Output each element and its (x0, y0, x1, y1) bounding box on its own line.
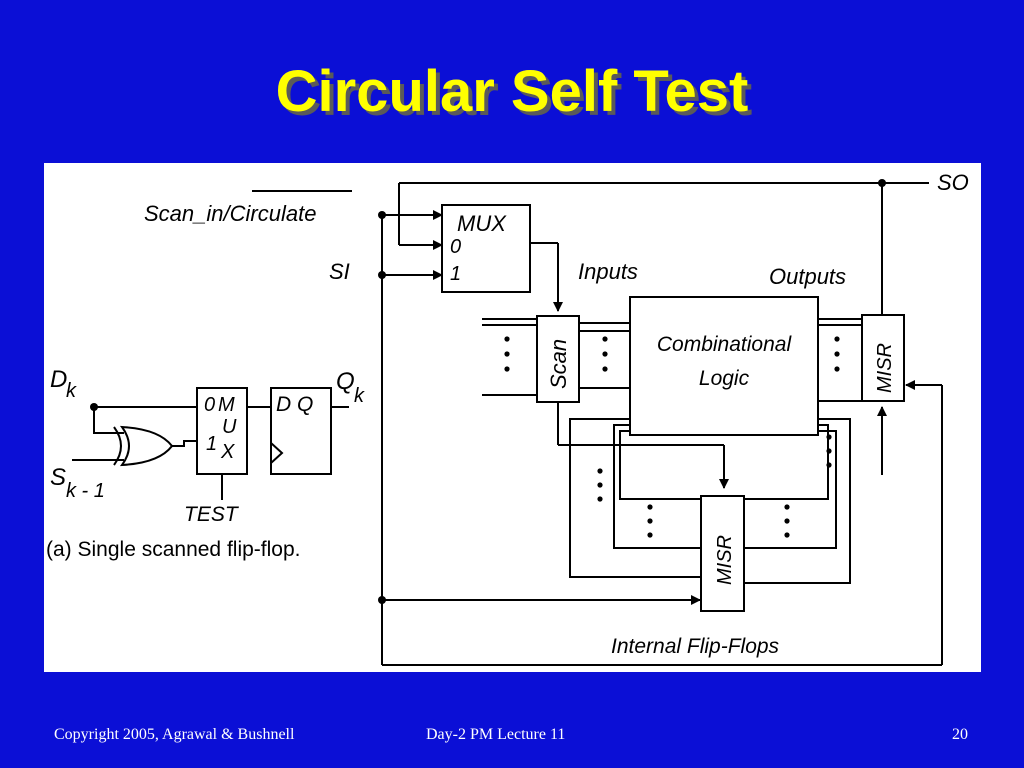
outputs-label: Outputs (769, 264, 846, 289)
ff-mux-x-label: X (220, 441, 235, 463)
sk-label: S (50, 464, 66, 491)
ff-mux-u-label: U (222, 416, 237, 438)
xor-back-arc (113, 426, 122, 466)
combinational-logic-box (629, 296, 819, 436)
xor-gate (119, 425, 174, 467)
mux-input-0-label: 0 (450, 236, 461, 258)
dk-label: D (50, 366, 67, 393)
circuit-svg: SO Scan_in/Circulate SI MUX 0 1 Inputs O… (46, 170, 969, 666)
clock-triangle (270, 442, 284, 464)
footer-copyright: Copyright 2005, Agrawal & Bushnell (54, 726, 295, 743)
combinational-label: Combinational (657, 333, 793, 356)
qk-subscript: k (354, 385, 365, 407)
footer-page-number: 20 (952, 726, 968, 743)
qk-label: Q (336, 368, 355, 395)
internal-flip-flops-label: Internal Flip-Flops (611, 635, 780, 658)
misr-bottom-label: MISR (714, 535, 736, 585)
dff-label: D Q (276, 393, 313, 416)
ff-mux-1-label: 1 (206, 433, 217, 455)
si-label: SI (329, 259, 350, 284)
misr-bottom-box (700, 495, 745, 612)
scan-circulate-label: Scan_in/Circulate (144, 201, 316, 226)
so-label: SO (937, 170, 969, 195)
slide-title: Circular Self Test (275, 59, 749, 124)
mux-input-1-label: 1 (450, 263, 461, 285)
flip-flop-caption: (a) Single scanned flip-flop. (46, 538, 300, 561)
sk-subscript: k - 1 (66, 480, 105, 502)
misr-right-box (861, 314, 905, 402)
dk-subscript: k (66, 380, 77, 402)
ff-mux-m-label: M (218, 394, 235, 416)
ff-mux-0-label: 0 (204, 394, 215, 416)
inputs-label: Inputs (578, 259, 638, 284)
test-label: TEST (184, 503, 240, 526)
misr-right-label: MISR (874, 343, 896, 393)
footer-lecture: Day-2 PM Lecture 11 (426, 726, 566, 743)
logic-label: Logic (699, 367, 750, 390)
dff-box (270, 387, 332, 475)
scan-label: Scan (546, 339, 571, 389)
mux-label: MUX (457, 211, 507, 236)
mux-box (441, 204, 531, 293)
ellipsis-dots (504, 336, 840, 538)
circular-self-test-diagram: SO Scan_in/Circulate SI MUX 0 1 Inputs O… (44, 163, 981, 672)
